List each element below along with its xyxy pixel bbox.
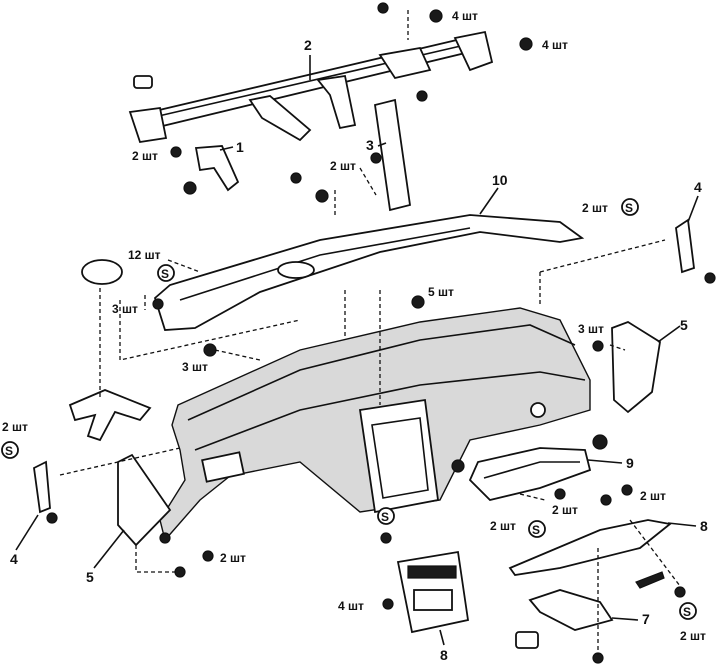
callout-8-right: 8 xyxy=(700,518,708,534)
quantity-labels: 4 шт 4 шт 2 шт 2 шт 2 шт 12 шт 3 шт 5 шт… xyxy=(2,9,706,643)
qty-label: 2 шт xyxy=(2,420,28,434)
callout-1: 1 xyxy=(236,139,244,155)
s-symbol: S xyxy=(532,523,540,537)
s-symbol: S xyxy=(625,201,633,215)
qty-label: 2 шт xyxy=(640,489,666,503)
qty-label: 4 шт xyxy=(542,38,568,52)
callout-7: 7 xyxy=(642,611,650,627)
callout-numbers: 2 1 3 10 4 5 9 8 7 8 4 5 xyxy=(10,37,708,663)
lower-cover-right xyxy=(508,484,686,598)
qty-label: 2 шт xyxy=(132,149,158,163)
side-bracket-left xyxy=(33,460,58,524)
end-panel-left xyxy=(117,453,214,578)
center-cluster-panel xyxy=(380,532,470,634)
s-symbol: S xyxy=(683,605,691,619)
side-bracket-right xyxy=(675,218,716,284)
qty-label: 3 шт xyxy=(578,322,604,336)
qty-label: 3 шт xyxy=(182,360,208,374)
qty-label: 4 шт xyxy=(338,599,364,613)
qty-label: 2 шт xyxy=(330,159,356,173)
callout-9: 9 xyxy=(626,455,634,471)
qty-label: 2 шт xyxy=(552,503,578,517)
qty-label: 3 шт xyxy=(112,302,138,316)
qty-label: 2 шт xyxy=(582,201,608,215)
lower-cover-7 xyxy=(515,589,614,664)
s-symbol: S xyxy=(381,510,389,524)
meter-hood xyxy=(468,434,608,501)
cross-car-beam xyxy=(128,2,533,212)
end-panel-right xyxy=(592,321,661,414)
callout-10: 10 xyxy=(492,172,508,188)
callout-8-bottom: 8 xyxy=(440,647,448,663)
callout-4-right: 4 xyxy=(694,179,702,195)
s-symbols: S S S S S S xyxy=(1,198,697,620)
dashboard-top-pad xyxy=(81,172,585,331)
callout-3: 3 xyxy=(366,137,374,153)
qty-label: 2 шт xyxy=(490,519,516,533)
callout-5-right: 5 xyxy=(680,317,688,333)
s-symbol: S xyxy=(5,444,13,458)
callout-2: 2 xyxy=(304,37,312,53)
callout-4-left: 4 xyxy=(10,551,18,567)
bracket-part-1 xyxy=(183,145,240,195)
qty-label: 2 шт xyxy=(220,551,246,565)
qty-label: 5 шт xyxy=(428,285,454,299)
qty-label: 12 шт xyxy=(128,248,161,262)
bracket-left-support xyxy=(68,389,152,442)
instrument-panel-body xyxy=(159,295,591,544)
qty-label: 2 шт xyxy=(680,629,706,643)
callout-5-left: 5 xyxy=(86,569,94,585)
leader-lines xyxy=(59,10,681,655)
s-symbol: S xyxy=(161,267,169,281)
qty-label: 4 шт xyxy=(452,9,478,23)
